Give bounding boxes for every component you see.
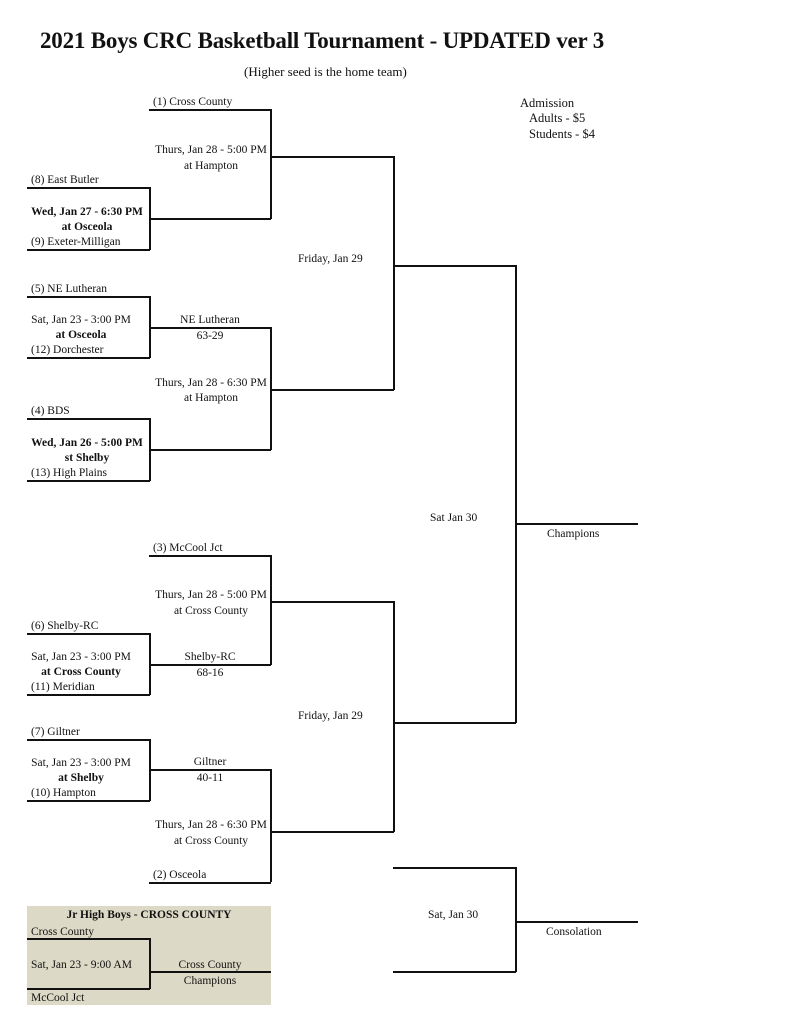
line-seed4 <box>27 418 150 420</box>
game-7v10-date: Sat, Jan 23 - 3:00 PM <box>31 757 131 769</box>
consolation-label: Consolation <box>546 926 602 938</box>
jr-high-winner: Cross County <box>178 959 242 971</box>
line-seed13 <box>27 480 150 482</box>
game-6v11-winner: Shelby-RC <box>184 651 236 663</box>
jr-high-game-date: Sat, Jan 23 - 9:00 AM <box>31 959 132 971</box>
line-g4v13-out <box>149 449 271 451</box>
line-seed1 <box>149 109 271 111</box>
line-g5v12-out <box>149 327 271 329</box>
game-qf-bot2-date: Thurs, Jan 28 - 6:30 PM <box>155 819 267 831</box>
line-g7v10-out <box>149 769 271 771</box>
line-seed7 <box>27 739 150 741</box>
team-seed-10: (10) Hampton <box>31 787 96 799</box>
game-qf-top2-site: at Hampton <box>184 392 238 404</box>
line-seed11 <box>27 694 150 696</box>
line-qf-top1-v <box>270 109 272 219</box>
jr-high-result-label: Champions <box>183 975 237 987</box>
game-8v9-site: at Osceola <box>61 221 113 233</box>
line-sf-top-out <box>393 265 516 267</box>
game-sf-top-date: Friday, Jan 29 <box>298 253 363 265</box>
line-jr-team-b <box>27 988 150 990</box>
team-seed-13: (13) High Plains <box>31 467 108 479</box>
line-sf-bot-out <box>393 722 516 724</box>
line-qf-top1-out <box>270 156 394 158</box>
game-5v12-date: Sat, Jan 23 - 3:00 PM <box>31 314 131 326</box>
admission-heading: Admission <box>520 96 575 110</box>
game-consolation-date: Sat, Jan 30 <box>428 909 479 921</box>
team-seed-4: (4) BDS <box>31 405 70 417</box>
champions-label: Champions <box>547 528 600 540</box>
line-seed6 <box>27 633 150 635</box>
team-seed-3: (3) McCool Jct <box>153 542 223 554</box>
line-seed10 <box>27 800 150 802</box>
game-qf-bot2-site: at Cross County <box>173 835 249 847</box>
line-seed9 <box>27 249 150 251</box>
game-4v13-date: Wed, Jan 26 - 5:00 PM <box>31 437 143 449</box>
line-seed3 <box>149 555 271 557</box>
game-final-date: Sat Jan 30 <box>430 512 478 524</box>
game-5v12-winner: NE Lutheran <box>180 314 240 326</box>
line-seed2 <box>149 882 271 884</box>
line-jr-out <box>149 971 271 973</box>
line-consolation-top <box>393 867 516 869</box>
team-seed-5: (5) NE Lutheran <box>31 283 107 295</box>
line-qf-bot2-out <box>270 831 394 833</box>
line-consolation-v <box>515 867 517 972</box>
line-g8v9-out <box>149 218 271 220</box>
game-qf-top1-site: at Hampton <box>184 160 238 172</box>
line-qf-bot2-v <box>270 769 272 882</box>
team-seed-12: (12) Dorchester <box>31 344 104 356</box>
line-jr-team-a <box>27 938 150 940</box>
line-qf-top2-v <box>270 327 272 450</box>
game-6v11-score: 68-16 <box>196 667 224 679</box>
team-seed-11: (11) Meridian <box>31 681 95 693</box>
line-g6v11-out <box>149 664 271 666</box>
game-5v12-site: at Osceola <box>55 329 107 341</box>
line-sf-top-v <box>393 156 395 390</box>
line-sf-bot-v <box>393 601 395 832</box>
page-subtitle: (Higher seed is the home team) <box>244 64 407 79</box>
game-6v11-date: Sat, Jan 23 - 3:00 PM <box>31 651 131 663</box>
game-qf-top2-date: Thurs, Jan 28 - 6:30 PM <box>155 377 267 389</box>
line-jr-v <box>149 938 151 989</box>
game-7v10-site: at Shelby <box>58 772 104 784</box>
game-6v11-site: at Cross County <box>41 666 121 678</box>
game-8v9-date: Wed, Jan 27 - 6:30 PM <box>31 206 143 218</box>
line-qf-bot1-v <box>270 555 272 665</box>
game-7v10-score: 40-11 <box>196 772 224 784</box>
admission-students: Students - $4 <box>529 127 595 141</box>
game-qf-top1-date: Thurs, Jan 28 - 5:00 PM <box>155 144 267 156</box>
jr-high-team-a: Cross County <box>31 926 94 938</box>
line-seed12 <box>27 357 150 359</box>
line-champions <box>515 523 638 525</box>
jr-high-team-b: McCool Jct <box>31 992 85 1004</box>
jr-high-heading: Jr High Boys - CROSS COUNTY <box>66 909 232 921</box>
line-qf-top2-out <box>270 389 394 391</box>
page-title: 2021 Boys CRC Basketball Tournament - UP… <box>40 28 604 53</box>
team-seed-2: (2) Osceola <box>153 869 207 881</box>
game-5v12-score: 63-29 <box>196 330 224 342</box>
team-seed-6: (6) Shelby-RC <box>31 620 99 632</box>
line-final-v <box>515 265 517 723</box>
team-seed-1: (1) Cross County <box>153 96 233 108</box>
team-seed-7: (7) Giltner <box>31 726 80 738</box>
line-consolation-bottom <box>393 971 516 973</box>
line-seed5 <box>27 296 150 298</box>
line-qf-bot1-out <box>270 601 394 603</box>
line-consolation-out <box>515 921 638 923</box>
team-seed-9: (9) Exeter-Milligan <box>31 236 121 248</box>
game-7v10-winner: Giltner <box>193 756 227 768</box>
game-qf-bot1-site: at Cross County <box>173 605 249 617</box>
game-qf-bot1-date: Thurs, Jan 28 - 5:00 PM <box>155 589 267 601</box>
game-sf-bot-date: Friday, Jan 29 <box>298 710 363 722</box>
team-seed-8: (8) East Butler <box>31 174 99 186</box>
admission-adults: Adults - $5 <box>529 111 586 125</box>
line-seed8 <box>27 187 150 189</box>
game-4v13-site: st Shelby <box>64 452 110 464</box>
